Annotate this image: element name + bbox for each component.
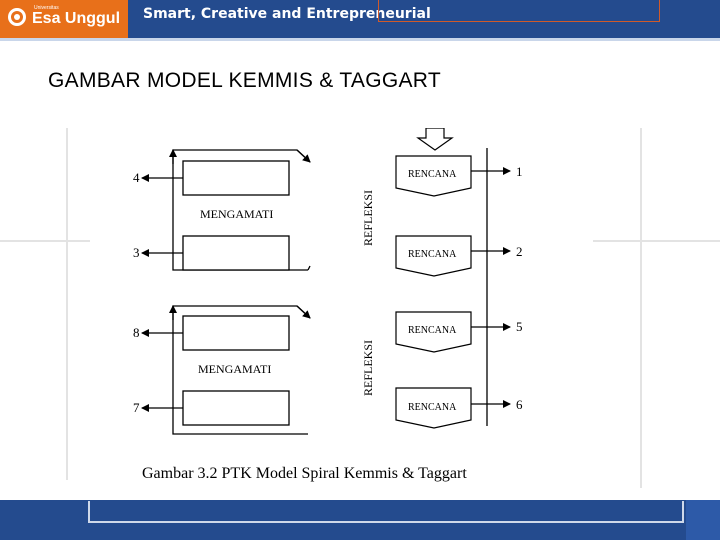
plan-label: RENCANA <box>408 249 457 260</box>
plan-label: RENCANA <box>408 325 457 336</box>
lower-observe-label: MENGAMATI <box>198 362 271 376</box>
upper-step-4: 4 <box>133 170 140 185</box>
entry-arrow-icon <box>416 128 454 151</box>
footer-bar <box>0 500 720 540</box>
background-decor-line <box>640 128 642 488</box>
upper-loop-corner-arrow <box>296 149 311 163</box>
background-decor-line <box>0 240 90 242</box>
figure-caption: Gambar 3.2 PTK Model Spiral Kemmis & Tag… <box>142 465 467 482</box>
step-6: 6 <box>516 397 523 412</box>
spiral-diagram: MENGAMATI 4 3 MENGAMATI 8 7 REFLEKSI REF… <box>133 128 523 482</box>
background-decor-line <box>593 240 720 242</box>
upper-observe-label: MENGAMATI <box>200 207 273 221</box>
lower-loop-corner-arrow <box>296 305 311 319</box>
plan-box: RENCANA <box>395 155 472 197</box>
upper-reflect-label: REFLEKSI <box>361 190 375 246</box>
lower-left-loop: MENGAMATI 8 7 <box>133 305 311 435</box>
upper-left-loop: MENGAMATI 4 3 <box>133 149 311 271</box>
plan-box: RENCANA <box>395 235 472 277</box>
header-tagline: Smart, Creative and Entrepreneurial <box>143 6 431 22</box>
background-decor-line <box>66 128 68 480</box>
lower-action-box-top <box>182 315 290 351</box>
plan-box-shape <box>395 387 472 429</box>
upper-step-3: 3 <box>133 245 140 260</box>
lower-step-8: 8 <box>133 325 140 340</box>
kemmis-taggart-spiral-figure: MENGAMATI 4 3 MENGAMATI 8 7 REFLEKSI REF… <box>90 128 593 485</box>
plan-box-shape <box>395 155 472 197</box>
step-2: 2 <box>516 244 523 259</box>
logo-emblem-icon <box>8 8 26 26</box>
step-5: 5 <box>516 319 523 334</box>
lower-step-7: 7 <box>133 400 140 415</box>
upper-action-box-top <box>182 160 290 196</box>
plan-label: RENCANA <box>408 169 457 180</box>
upper-loop-end <box>307 265 311 271</box>
slide-title: GAMBAR MODEL KEMMIS & TAGGART <box>48 69 441 92</box>
step-1: 1 <box>516 164 523 179</box>
logo-text: Esa Unggul <box>32 10 121 27</box>
lower-reflect-label: REFLEKSI <box>361 340 375 396</box>
lower-action-box-bottom <box>182 390 290 426</box>
upper-action-box-bottom <box>182 235 290 271</box>
plan-box: RENCANA <box>395 387 472 429</box>
plan-box-shape <box>395 235 472 277</box>
logo-small-text: Universitas <box>34 5 59 11</box>
footer-accent-block <box>686 500 720 540</box>
university-logo[interactable]: Universitas Esa Unggul <box>0 0 128 38</box>
header-underline <box>0 38 720 41</box>
plan-box: RENCANA <box>395 311 472 353</box>
plan-box-shape <box>395 311 472 353</box>
plan-label: RENCANA <box>408 402 457 413</box>
footer-decorative-frame <box>88 501 684 523</box>
header-decorative-frame <box>378 0 660 22</box>
